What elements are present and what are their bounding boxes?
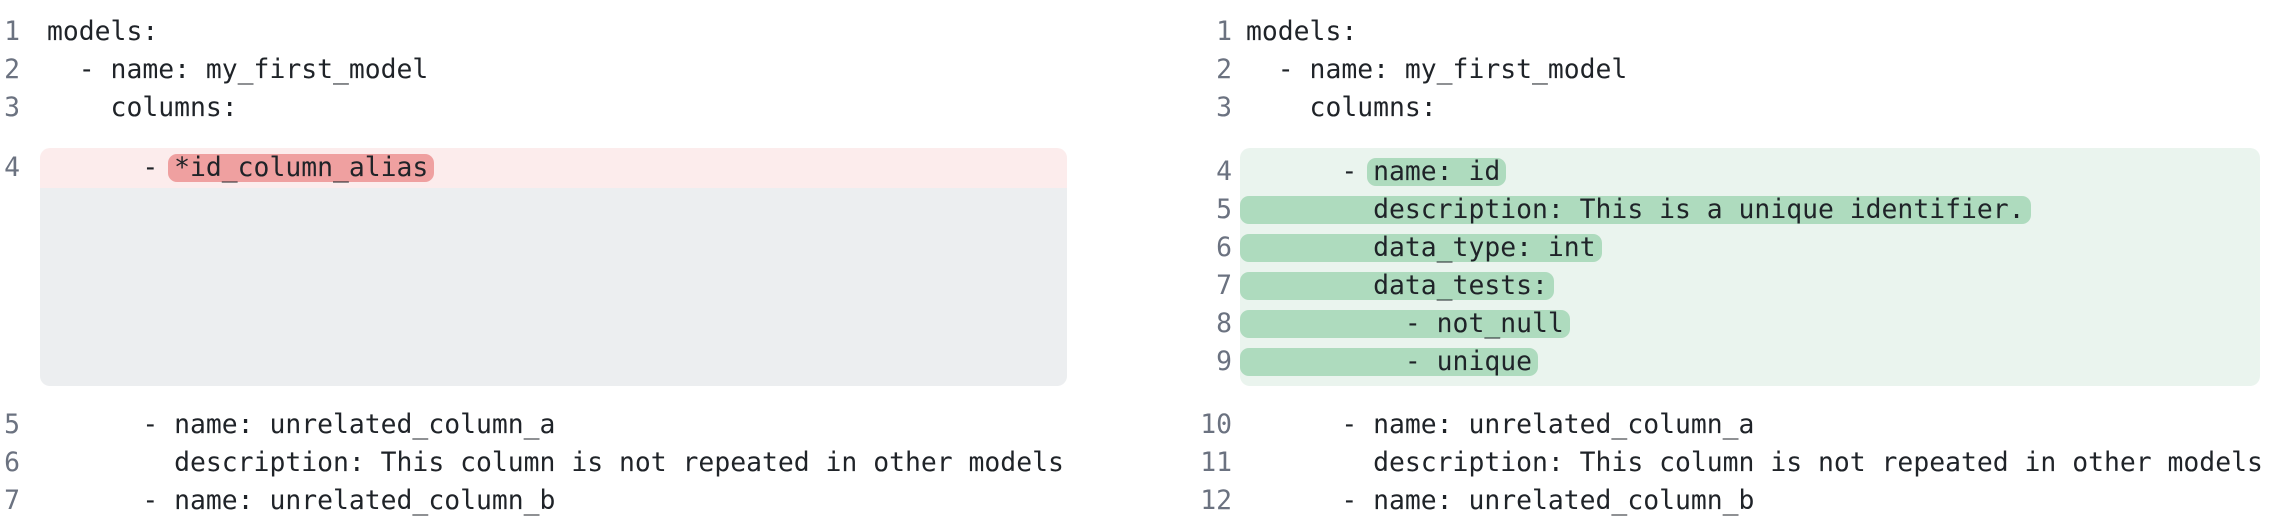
- code-text: columns:: [47, 92, 238, 123]
- code-text: - name: unrelated_column_a: [1246, 409, 1755, 440]
- line-number: 1: [4, 16, 20, 47]
- diff-line: 1 models:: [0, 13, 1152, 51]
- changed-token: description: This is a unique identifier…: [1240, 196, 2031, 224]
- line-number: 4: [1216, 156, 1232, 187]
- code-text: - name: my_first_model: [47, 54, 429, 85]
- code-text: models:: [1246, 16, 1358, 47]
- line-number: 12: [1200, 485, 1232, 516]
- line-number: 5: [4, 409, 20, 440]
- line-number: 9: [1216, 346, 1232, 377]
- code-text: - name: my_first_model: [1246, 54, 1628, 85]
- line-number: 2: [4, 54, 20, 85]
- diff-line: 11 description: This column is not repea…: [1152, 444, 2278, 482]
- code-text: - name: unrelated_column_b: [47, 485, 556, 516]
- changed-token: data_tests:: [1240, 272, 1554, 300]
- diff-line: 3 columns:: [1152, 89, 2278, 127]
- changed-token: *id_column_alias: [168, 154, 435, 182]
- diff-line: 10 - name: unrelated_column_a: [1152, 406, 2278, 444]
- diff-line: 2 - name: my_first_model: [0, 51, 1152, 89]
- line-number: 7: [4, 485, 20, 516]
- added-line: data_type: int: [1240, 229, 2260, 267]
- added-line: description: This is a unique identifier…: [1240, 191, 2260, 229]
- changed-token: - unique: [1240, 348, 1538, 376]
- removed-change-group: 4 - *id_column_alias: [0, 148, 1152, 386]
- line-number: 6: [1216, 232, 1232, 263]
- code-text: -: [47, 152, 175, 183]
- code-text: - name: unrelated_column_a: [47, 409, 556, 440]
- changed-token: name: id: [1367, 158, 1507, 186]
- diff-line: 1 models:: [1152, 13, 2278, 51]
- line-number: 6: [4, 447, 20, 478]
- line-number-gutter: 4: [0, 148, 20, 386]
- code-text: -: [1246, 156, 1374, 187]
- code-text: - name: unrelated_column_b: [1246, 485, 1755, 516]
- diff-line: 6 description: This column is not repeat…: [0, 444, 1152, 482]
- added-line: - not_null: [1240, 305, 2260, 343]
- line-number: 5: [1216, 194, 1232, 225]
- code-text: description: This column is not repeated…: [47, 447, 1064, 478]
- added-line: data_tests:: [1240, 267, 2260, 305]
- added-line: - unique: [1240, 343, 2260, 381]
- line-number: 7: [1216, 270, 1232, 301]
- diff-line: 5 - name: unrelated_column_a: [0, 406, 1152, 444]
- removed-block: - *id_column_alias: [40, 148, 1067, 386]
- code-text: description: This column is not repeated…: [1246, 447, 2263, 478]
- diff-line: 2 - name: my_first_model: [1152, 51, 2278, 89]
- added-change-group: 4 5 6 7 8 9 - name: id description: This is a…: [1152, 148, 2278, 386]
- line-number: 11: [1200, 447, 1232, 478]
- line-number: 2: [1216, 54, 1232, 85]
- line-number: 4: [4, 152, 20, 183]
- collapsed-lines-spacer: [40, 188, 1067, 386]
- diff-line: 7 - name: unrelated_column_b: [0, 482, 1152, 520]
- line-number: 8: [1216, 308, 1232, 339]
- changed-token: data_type: int: [1240, 234, 1602, 262]
- changed-token: - not_null: [1240, 310, 1570, 338]
- diff-line: 12 - name: unrelated_column_b: [1152, 482, 2278, 520]
- line-number: 3: [4, 92, 20, 123]
- code-text: columns:: [1246, 92, 1437, 123]
- removed-line: - *id_column_alias: [40, 148, 1067, 188]
- added-line: - name: id: [1240, 153, 2260, 191]
- line-number: 10: [1200, 409, 1232, 440]
- code-text: models:: [47, 16, 159, 47]
- line-number-gutter: 4 5 6 7 8 9: [1152, 148, 1232, 386]
- added-block: - name: id description: This is a unique…: [1240, 148, 2260, 386]
- diff-line: 3 columns:: [0, 89, 1152, 127]
- line-number: 3: [1216, 92, 1232, 123]
- line-number: 1: [1216, 16, 1232, 47]
